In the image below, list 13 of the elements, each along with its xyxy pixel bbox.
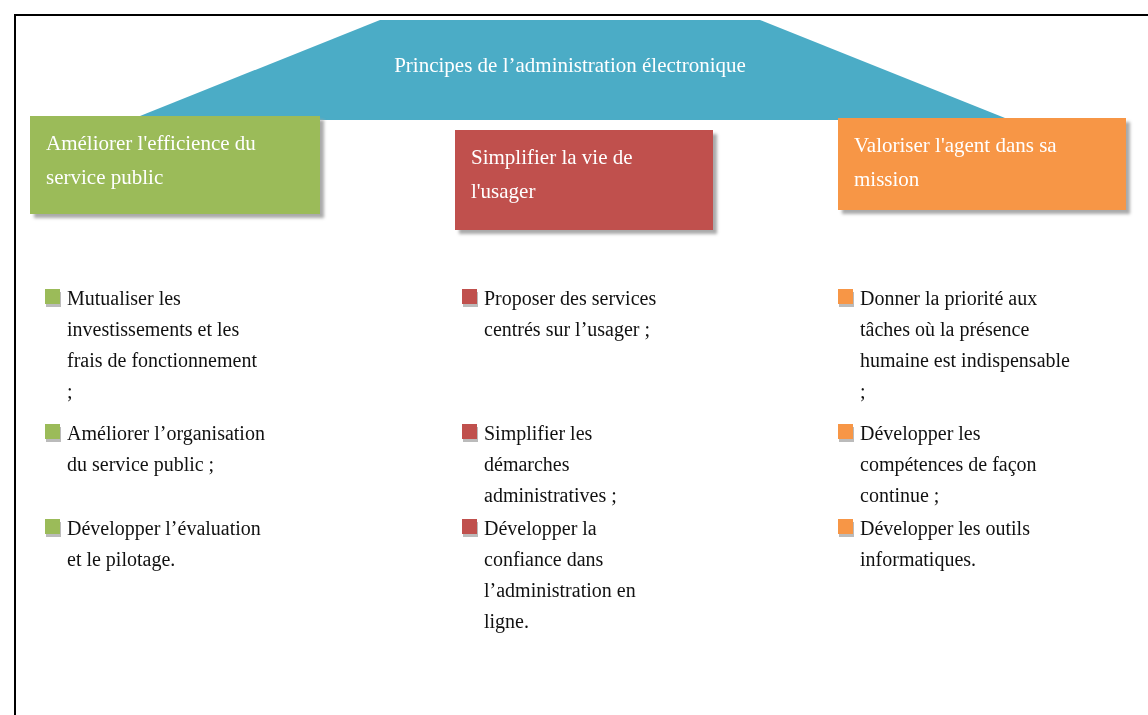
bullet-text: Développer la confiance dans l’administration en ligne. bbox=[484, 516, 637, 635]
bullet-text: Proposer des services centrés sur l’usager ; bbox=[484, 286, 658, 343]
bullet-text: Développer les compétences de façon continue ; bbox=[860, 421, 1038, 508]
bullet-text: Développer les outils informatiques. bbox=[860, 516, 1031, 573]
category-box: Simplifier la vie de l'usager bbox=[455, 130, 713, 230]
category-box: Améliorer l'efficience du service public bbox=[30, 116, 320, 214]
bullet-text: Améliorer l’organisation du service public ; bbox=[67, 421, 266, 478]
bullet-text: Donner la priorité aux tâches où la présence humaine est indispensable ; bbox=[860, 286, 1071, 404]
category-box: Valoriser l'agent dans sa mission bbox=[838, 118, 1126, 210]
bullet-text: Simplifier les démarches administratives ; bbox=[484, 421, 618, 508]
bullet-text: Mutualiser les investissements et les frais de fonctionnement ; bbox=[67, 286, 258, 404]
bullet-text: Développer l’évaluation et le pilotage. bbox=[67, 516, 262, 573]
banner-title: Principes de l’administration électronique bbox=[393, 52, 747, 79]
